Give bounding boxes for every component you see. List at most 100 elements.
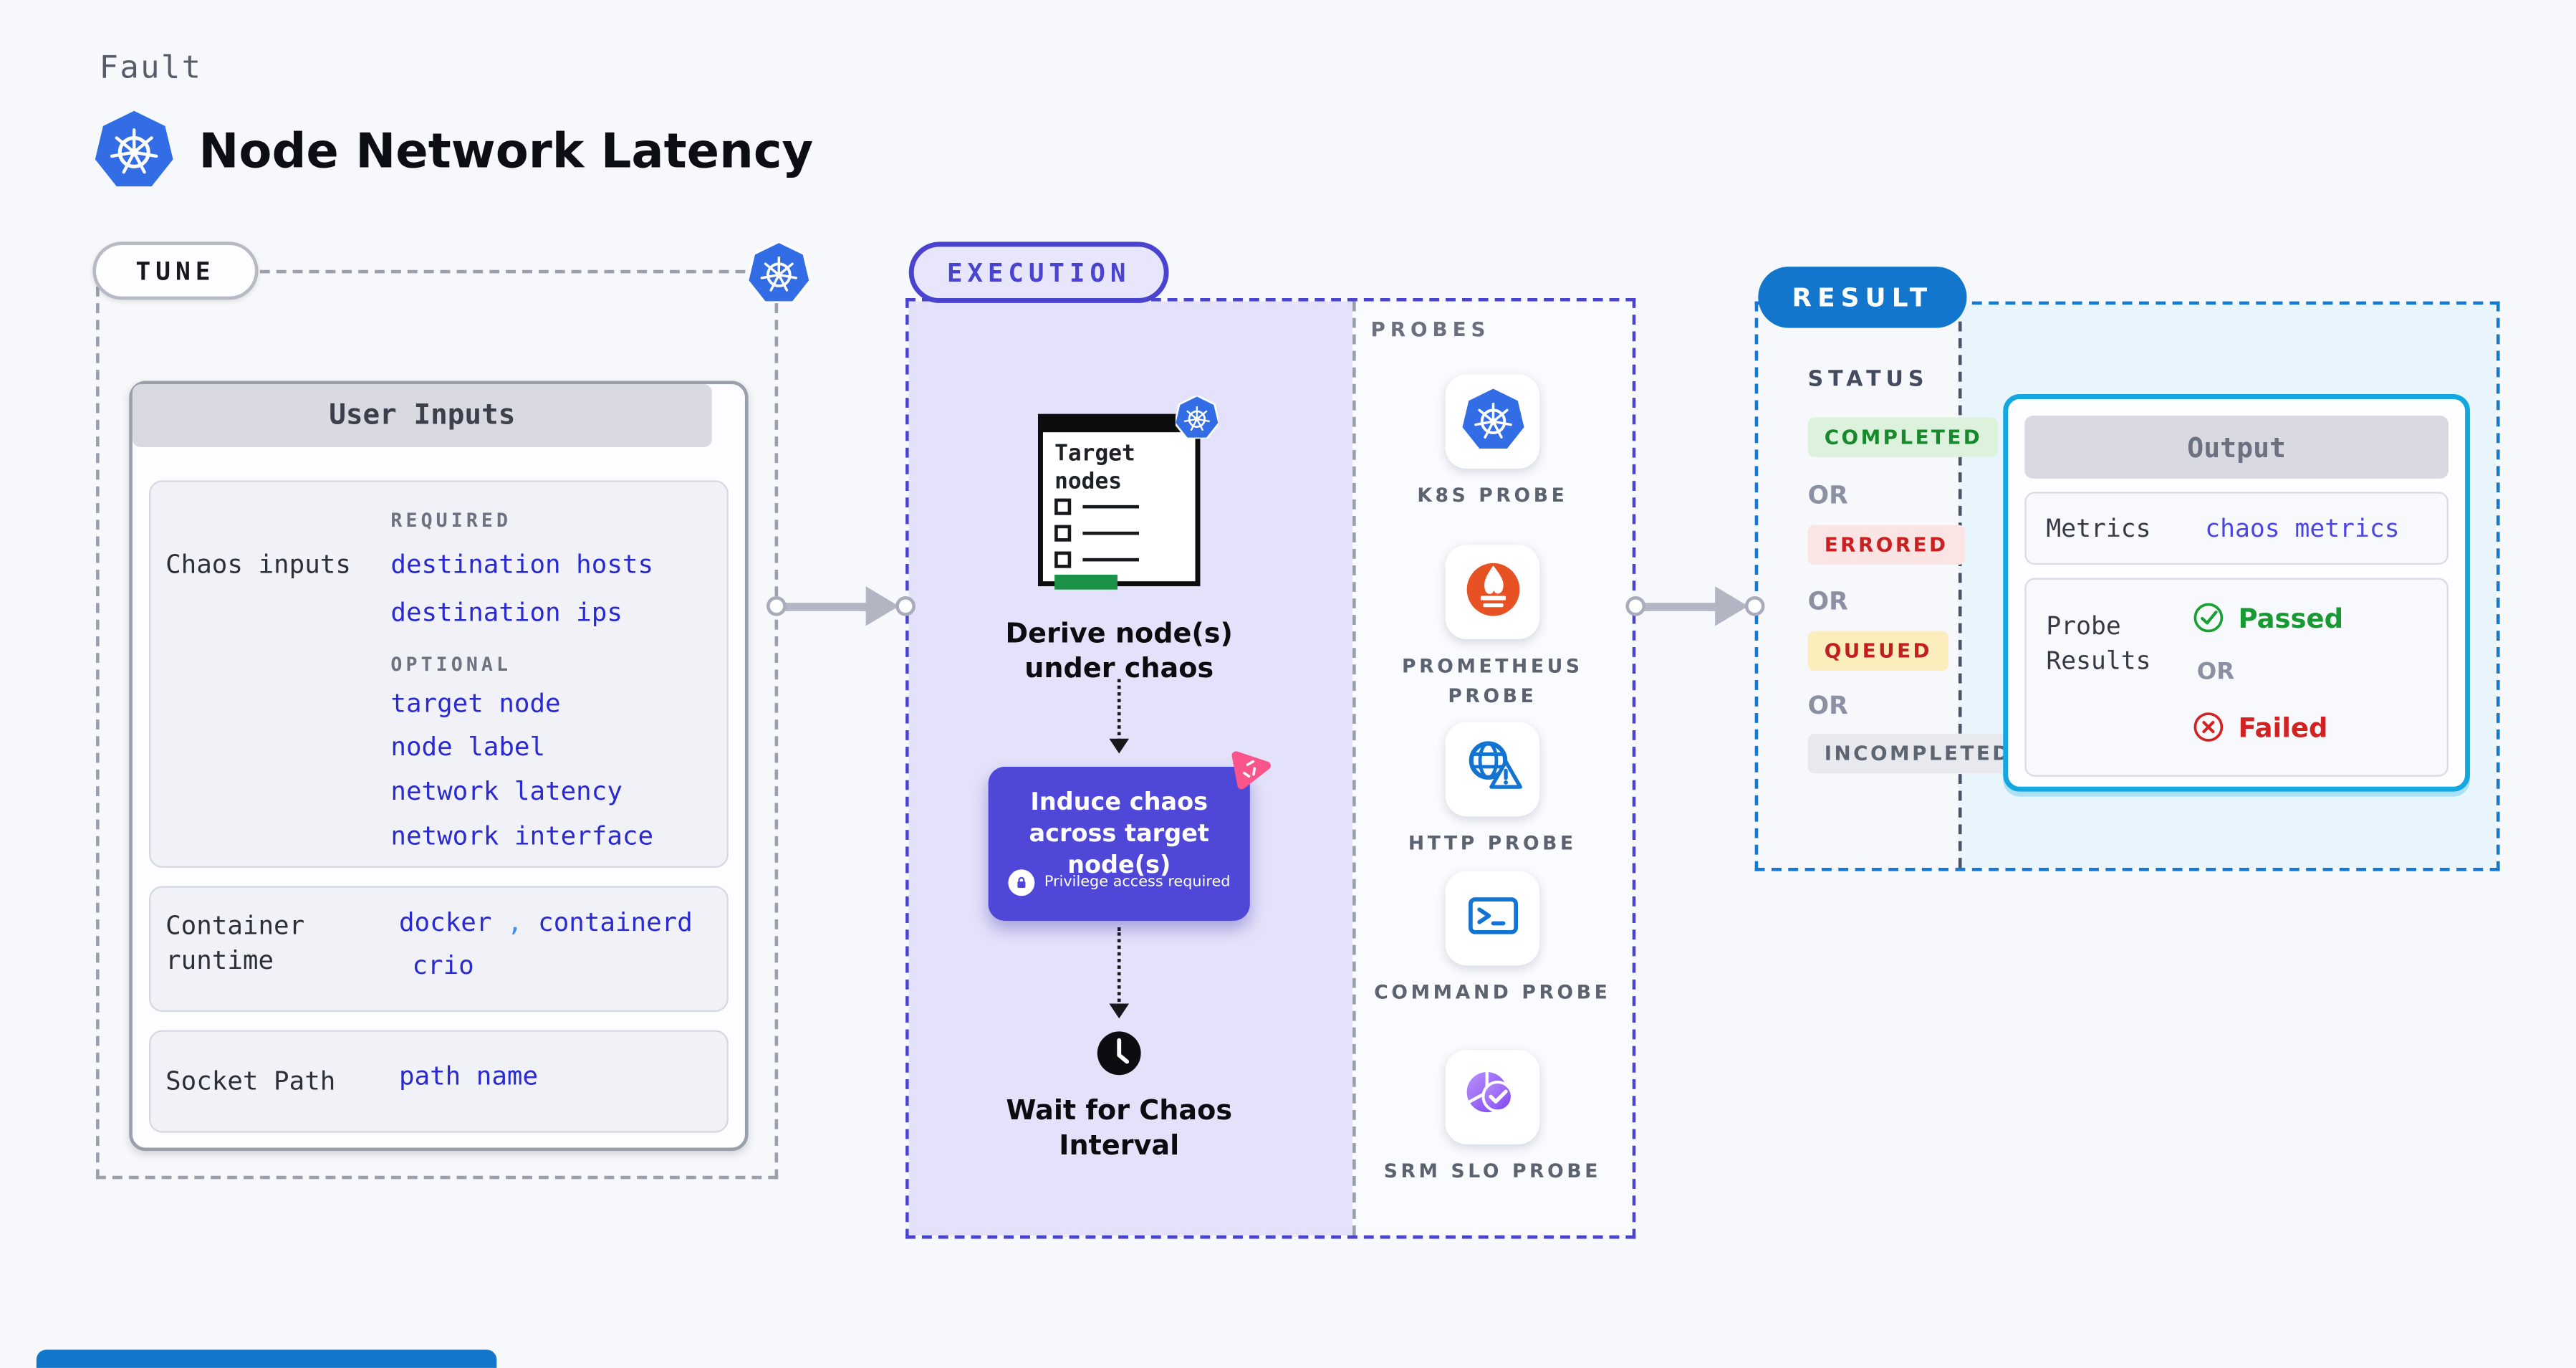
link-crio[interactable]: crio (412, 950, 474, 981)
step-wait-interval: Wait for Chaos Interval (1006, 1094, 1233, 1161)
probe-label: PROMETHEUS PROBE (1402, 654, 1583, 707)
prometheus-icon (1461, 558, 1524, 627)
link-chaos-metrics[interactable]: chaos metrics (2205, 513, 2400, 544)
kubernetes-icon (95, 110, 174, 189)
link-docker[interactable]: docker (398, 907, 492, 938)
kubernetes-icon (749, 241, 810, 303)
user-inputs-title: User Inputs (132, 384, 712, 447)
privilege-note: Privilege access required (989, 869, 1250, 896)
link-path-name[interactable]: path name (398, 1061, 539, 1091)
output-card: Output Metrics chaos metrics Probe Resul… (2003, 394, 2471, 792)
chaos-inputs-label: Chaos inputs (165, 550, 351, 580)
execution-pill: EXECUTION (908, 241, 1169, 303)
connector-dot (895, 595, 915, 616)
terminal-icon (1461, 884, 1524, 953)
http-globe-warning-icon (1461, 735, 1524, 804)
chaos-inputs-row: Chaos inputs REQUIRED destination hosts … (148, 480, 729, 868)
lock-icon (1008, 869, 1034, 896)
link-containerd[interactable]: containerd (538, 907, 693, 938)
target-nodes-card: Target nodes (1037, 413, 1201, 590)
node-checkbox-row (1054, 498, 1139, 515)
probe-item-srm-slo: SRM SLO PROBE (1368, 1050, 1618, 1187)
probe-item-http: HTTP PROBE (1368, 722, 1618, 859)
arrow-shaft (1642, 602, 1726, 611)
arrow-head-icon (1715, 586, 1749, 626)
probe-label: SRM SLO PROBE (1383, 1159, 1602, 1183)
flow-arrow-down-icon (1109, 679, 1130, 754)
link-destination-hosts[interactable]: destination hosts (390, 550, 654, 580)
node-checkbox-row (1054, 551, 1139, 568)
checkbox-icon (1054, 551, 1072, 568)
probes-heading: PROBES (1370, 317, 1491, 342)
progress-bar (1054, 574, 1118, 590)
connector-dot (1744, 595, 1765, 616)
node-line (1082, 504, 1139, 509)
link-target-node[interactable]: target node (390, 689, 561, 719)
failed-result: Failed (2192, 710, 2328, 743)
socket-path-label: Socket Path (165, 1066, 336, 1096)
tune-pill: TUNE (92, 241, 259, 300)
link-network-interface[interactable]: network interface (390, 821, 654, 851)
connector-dot (1625, 595, 1646, 616)
required-heading: REQUIRED (390, 508, 512, 532)
probe-results-row: Probe Results Passed OR Failed (2024, 578, 2448, 777)
probe-results-label: Probe Results (2046, 611, 2151, 676)
probe-item-command: COMMAND PROBE (1368, 871, 1618, 1008)
or-separator: OR (1807, 480, 1848, 510)
failed-label: Failed (2238, 711, 2328, 743)
link-node-label[interactable]: node label (390, 732, 546, 762)
or-separator: OR (1807, 586, 1848, 616)
kubernetes-icon (1461, 387, 1524, 456)
link-destination-ips[interactable]: destination ips (390, 598, 623, 628)
container-runtime-label: Container runtime (165, 911, 305, 975)
result-pill: RESULT (1758, 267, 1967, 328)
node-line (1082, 531, 1139, 535)
step-derive-nodes: Derive node(s) under chaos (1005, 618, 1233, 684)
target-nodes-title: Target nodes (1054, 440, 1135, 495)
probe-item-k8s: K8S PROBE (1368, 374, 1618, 511)
window-title-bar (1037, 413, 1201, 433)
user-inputs-card: User Inputs Chaos inputs REQUIRED destin… (129, 381, 749, 1152)
probe-card (1445, 374, 1540, 469)
runtime-values-line1: docker , containerd (399, 907, 693, 937)
passed-label: Passed (2238, 602, 2344, 633)
socket-path-row: Socket Path path name (148, 1030, 729, 1133)
output-title: Output (2024, 416, 2448, 479)
passed-result: Passed (2192, 601, 2343, 634)
induce-chaos-card: Induce chaos across target node(s) Privi… (988, 767, 1250, 921)
link-network-latency[interactable]: network latency (390, 776, 623, 807)
flow-arrow-down-icon (1109, 927, 1130, 1019)
probe-item-prometheus: PROMETHEUS PROBE (1368, 545, 1618, 712)
metrics-label: Metrics (2046, 513, 2151, 544)
status-badge-completed: COMPLETED (1807, 417, 1999, 457)
probe-card (1445, 722, 1540, 817)
slo-pie-check-icon (1461, 1063, 1524, 1132)
or-separator: OR (2196, 659, 2235, 686)
optional-heading: OPTIONAL (390, 652, 512, 676)
node-line (1082, 558, 1139, 562)
checkbox-icon (1054, 498, 1072, 515)
status-badge-queued: QUEUED (1807, 631, 1949, 671)
kubernetes-icon (1176, 396, 1219, 439)
container-runtime-row: Container runtime docker , containerd cr… (148, 886, 729, 1013)
probe-label: COMMAND PROBE (1374, 980, 1611, 1004)
runtime-separator: , (506, 907, 523, 938)
privilege-note-text: Privilege access required (1044, 874, 1231, 891)
arrow-execution-to-result (1625, 585, 1765, 628)
clock-icon (1096, 1030, 1143, 1076)
or-separator: OR (1807, 690, 1848, 721)
next-section-strip (36, 1349, 497, 1368)
status-badge-errored: ERRORED (1807, 525, 1965, 565)
checkbox-icon (1054, 525, 1072, 542)
connector-dot (766, 595, 787, 616)
arrow-head-icon (865, 586, 899, 626)
probe-card (1445, 1050, 1540, 1144)
probe-card (1445, 545, 1540, 640)
status-heading: STATUS (1807, 368, 1929, 393)
x-circle-icon (2192, 710, 2225, 743)
arrow-tune-to-execution (766, 585, 917, 628)
induce-chaos-label: Induce chaos across target node(s) (1029, 790, 1209, 879)
page-title: Node Network Latency (198, 123, 814, 179)
arrow-shaft (783, 602, 876, 611)
